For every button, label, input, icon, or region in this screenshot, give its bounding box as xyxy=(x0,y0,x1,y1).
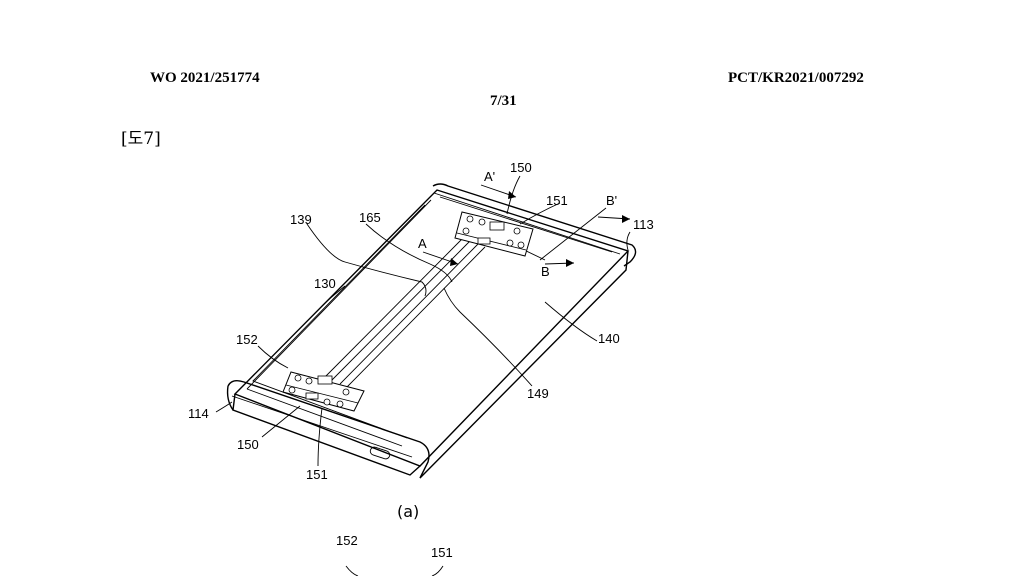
section-arrows xyxy=(422,184,631,267)
ref-151-top: 151 xyxy=(546,193,568,208)
ref-113: 113 xyxy=(633,217,654,232)
ref-150-top: 150 xyxy=(510,160,532,175)
page-number: 7/31 xyxy=(490,93,517,109)
ref-152-lower: 152 xyxy=(336,533,358,548)
hinge-plate-bottom xyxy=(282,371,365,412)
application-number: PCT/KR2021/007292 xyxy=(728,70,864,86)
hinge-plate-top xyxy=(454,211,534,257)
ref-150-bottom: 150 xyxy=(237,437,259,452)
ref-114: 114 xyxy=(188,406,209,421)
section-a-prime: A' xyxy=(484,169,495,184)
section-a: A xyxy=(418,236,427,251)
figure-label: [도7] xyxy=(121,129,161,149)
ref-140: 140 xyxy=(598,331,620,346)
ref-149: 149 xyxy=(527,386,549,401)
ref-152: 152 xyxy=(236,332,258,347)
ref-151-bottom: 151 xyxy=(306,467,328,482)
leader-lines xyxy=(215,175,631,576)
reference-numerals: 150 151 113 139 165 130 140 152 149 114 … xyxy=(188,160,654,560)
section-b-prime: B' xyxy=(606,193,617,208)
section-b: B xyxy=(541,264,550,279)
ref-139: 139 xyxy=(290,212,312,227)
ref-151-lower: 151 xyxy=(431,545,453,560)
publication-number: WO 2021/251774 xyxy=(150,70,260,86)
ref-130: 130 xyxy=(314,276,336,291)
device-body xyxy=(226,183,637,479)
subfigure-label: (a) xyxy=(397,502,419,521)
ref-165: 165 xyxy=(359,210,381,225)
